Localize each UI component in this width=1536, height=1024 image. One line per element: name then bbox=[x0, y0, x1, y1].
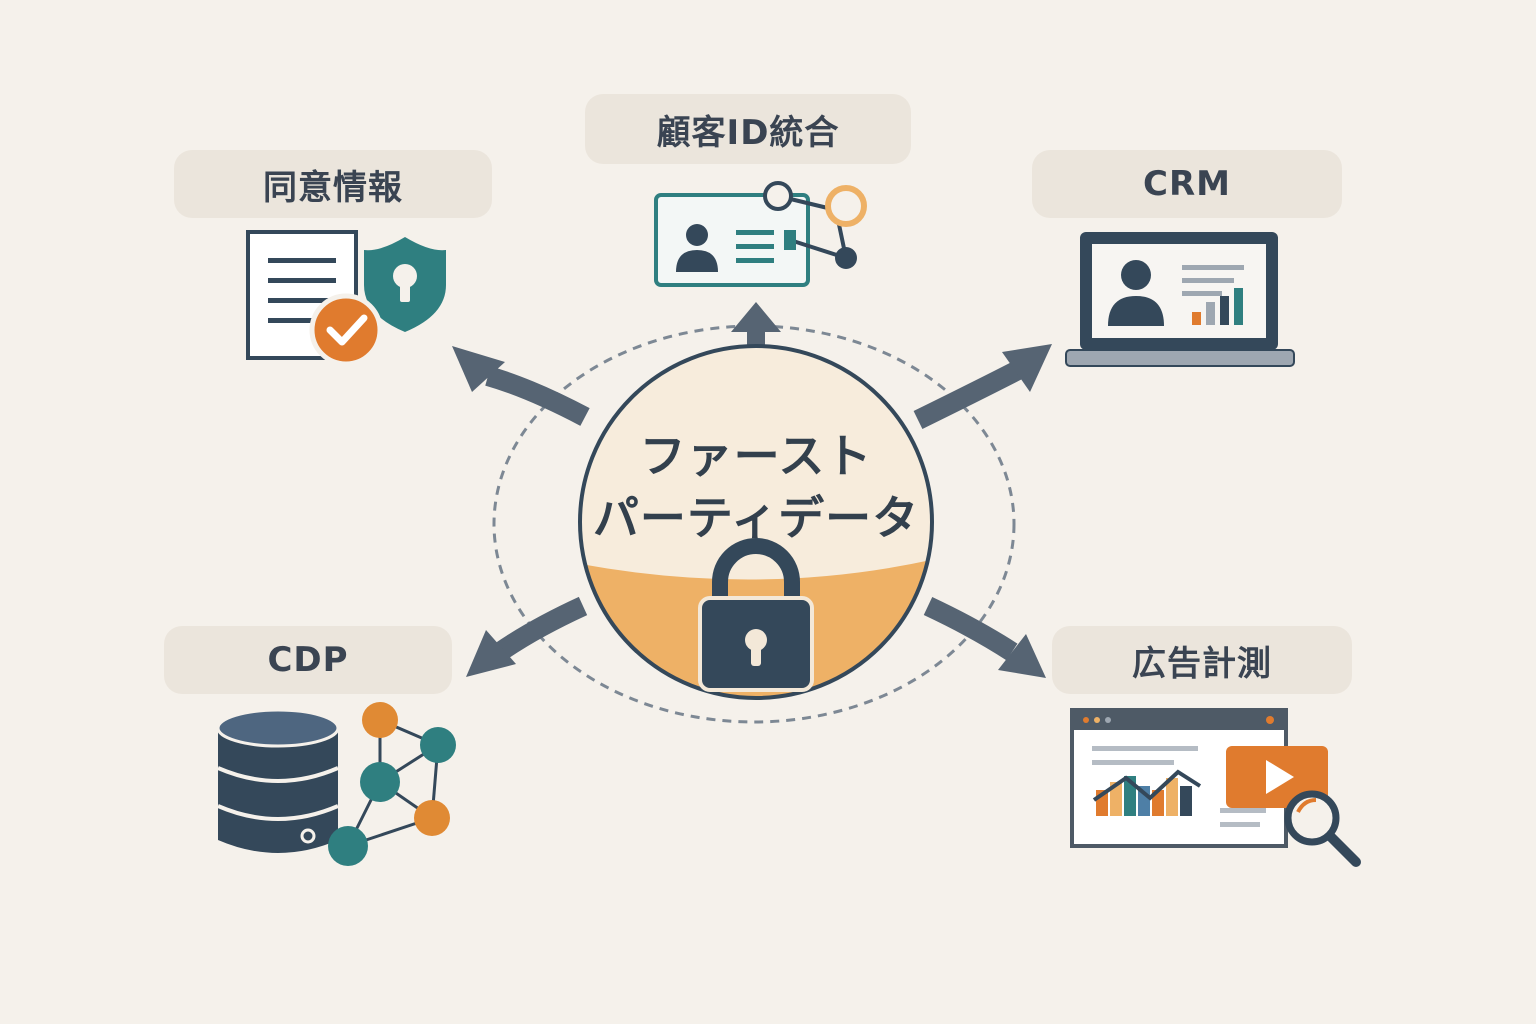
arrow-to-bottom-left bbox=[466, 596, 588, 677]
browser-video-analytics-icon bbox=[1070, 708, 1361, 867]
label-consent-info: 同意情報 bbox=[174, 150, 492, 218]
label-text: 同意情報 bbox=[263, 167, 403, 208]
label-customer-id-integration: 顧客ID統合 bbox=[585, 94, 911, 164]
label-text: 顧客ID統合 bbox=[656, 112, 840, 153]
dashed-orbit-ring bbox=[492, 324, 1016, 724]
document-shield-check-icon bbox=[246, 230, 446, 367]
center-title-line1: ファースト bbox=[639, 429, 873, 483]
padlock-icon bbox=[698, 538, 814, 692]
center-title-line2: パーティデータ bbox=[592, 491, 920, 545]
laptop-profile-chart-icon bbox=[1065, 232, 1295, 367]
label-text: CDP bbox=[267, 640, 349, 680]
label-text: CRM bbox=[1143, 164, 1231, 204]
label-ad-measurement: 広告計測 bbox=[1052, 626, 1352, 694]
arrow-to-top-right bbox=[913, 344, 1052, 429]
label-cdp: CDP bbox=[164, 626, 452, 694]
label-crm: CRM bbox=[1032, 150, 1342, 218]
id-card-network-icon bbox=[654, 181, 867, 287]
arrow-to-bottom-right bbox=[923, 596, 1046, 678]
center-title: ファースト パーティデータ bbox=[580, 425, 932, 549]
database-network-icon bbox=[216, 702, 456, 866]
arrow-to-top-left bbox=[452, 346, 590, 426]
label-text: 広告計測 bbox=[1132, 643, 1272, 684]
